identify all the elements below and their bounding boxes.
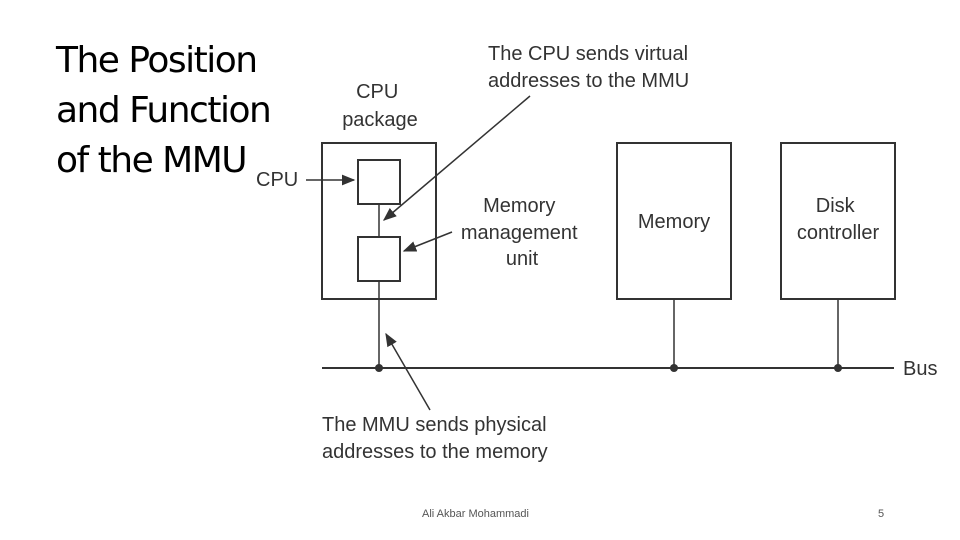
- slide-title: The Position and Function of the MMU: [56, 36, 316, 186]
- bus-junction: [375, 364, 383, 372]
- disk-controller-label: Disk controller: [797, 195, 880, 244]
- virtual-address-note: The CPU sends virtual addresses to the M…: [488, 43, 694, 92]
- slide-title-line: The Position: [56, 40, 258, 81]
- cpu-package-label: CPU package: [342, 81, 418, 131]
- bus-junction: [834, 364, 842, 372]
- disk-controller-box: [780, 142, 896, 300]
- mmu-label: Memory management unit: [461, 195, 583, 270]
- physical-address-note: The MMU sends physical addresses to the …: [322, 414, 552, 463]
- mmu-pointer-arrow: [402, 231, 453, 252]
- cpu-chip: [357, 159, 401, 205]
- footer-author: Ali Akbar Mohammadi: [422, 508, 529, 520]
- cpu-label: CPU: [256, 169, 298, 191]
- virtual-address-arrow: [382, 95, 531, 221]
- physical-address-arrow: [385, 332, 431, 411]
- mmu-chip: [357, 236, 401, 282]
- bus-label: Bus: [903, 358, 937, 380]
- slide-title-line: and Function: [56, 90, 272, 131]
- memory-label: Memory: [638, 211, 710, 233]
- slide-title-line: of the MMU: [56, 140, 248, 181]
- bus-junction: [670, 364, 678, 372]
- page-number: 5: [878, 508, 885, 520]
